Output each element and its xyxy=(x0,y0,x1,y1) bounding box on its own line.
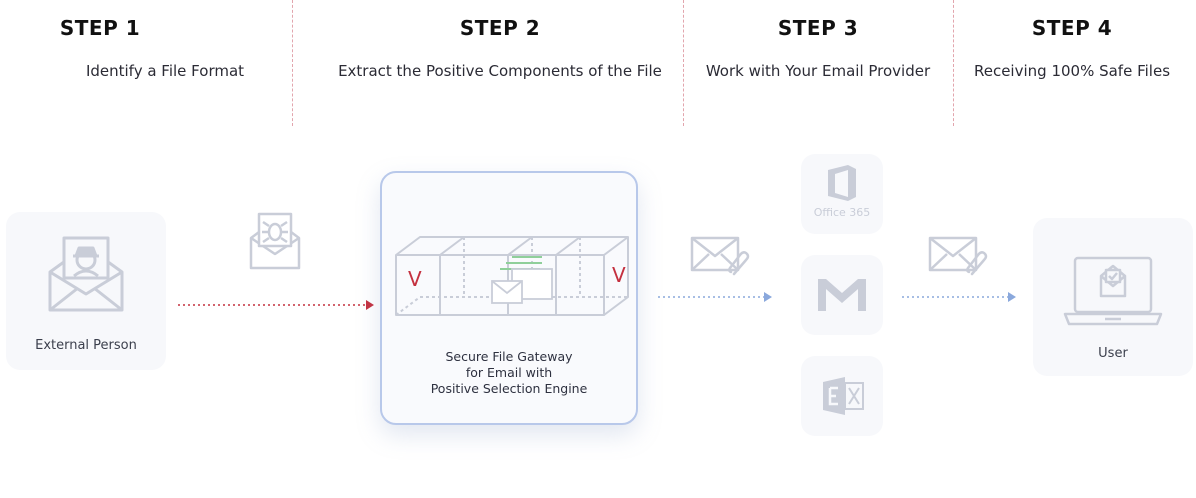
hacker-envelope-icon xyxy=(48,236,124,312)
external-person-card: External Person xyxy=(6,212,166,370)
step-1-title: STEP 1 xyxy=(59,16,141,40)
gateway-label-line-3: Positive Selection Engine xyxy=(430,381,588,396)
step-1-description: Identify a File Format xyxy=(85,62,245,80)
mail-boxes-icon xyxy=(395,236,629,316)
secure-file-gateway: V V Secure File Gateway for Email with P… xyxy=(380,171,638,425)
office365-text: Office 365 xyxy=(813,206,871,219)
provider-to-user-arrow xyxy=(902,292,1016,302)
gateway-to-provider-arrow xyxy=(658,292,772,302)
gmail-icon xyxy=(818,279,866,311)
checkmark-left: V xyxy=(408,267,422,291)
step-divider-2 xyxy=(683,0,684,126)
office365-icon xyxy=(828,165,856,201)
external-person-label: External Person xyxy=(35,338,137,353)
step-divider-3 xyxy=(953,0,954,126)
exchange-icon xyxy=(823,377,864,415)
user-label: User xyxy=(1098,346,1128,361)
step-2: STEP 2 Extract the Positive Components o… xyxy=(320,0,680,100)
incoming-arrow xyxy=(178,300,374,310)
step-2-description: Extract the Positive Components of the F… xyxy=(338,62,662,80)
laptop-mail-icon xyxy=(1063,256,1163,326)
step-1: STEP 1 Identify a File Format xyxy=(60,0,330,100)
provider-office365-card: Office 365 xyxy=(801,154,883,234)
user-card: User xyxy=(1033,218,1193,376)
step-divider-1 xyxy=(292,0,293,126)
bug-envelope-icon xyxy=(249,212,301,270)
gateway-label-line-1: Secure File Gateway xyxy=(445,349,573,364)
step-4-title: STEP 4 xyxy=(1031,16,1113,40)
step-4: STEP 4 Receiving 100% Safe Files xyxy=(960,0,1184,100)
step-3: STEP 3 Work with Your Email Provider xyxy=(690,0,946,100)
provider-gmail-card xyxy=(801,255,883,335)
gateway-label-line-2: for Email with xyxy=(465,365,553,380)
envelope-attachment-icon xyxy=(928,236,988,276)
step-3-description: Work with Your Email Provider xyxy=(705,62,931,80)
step-4-description: Receiving 100% Safe Files xyxy=(973,62,1171,80)
provider-exchange-card xyxy=(801,356,883,436)
step-2-title: STEP 2 xyxy=(459,16,541,40)
envelope-attachment-icon xyxy=(690,236,750,276)
gateway-label: Secure File Gateway for Email with Posit… xyxy=(382,349,636,397)
checkmark-right: V xyxy=(612,263,626,287)
step-3-title: STEP 3 xyxy=(777,16,859,40)
